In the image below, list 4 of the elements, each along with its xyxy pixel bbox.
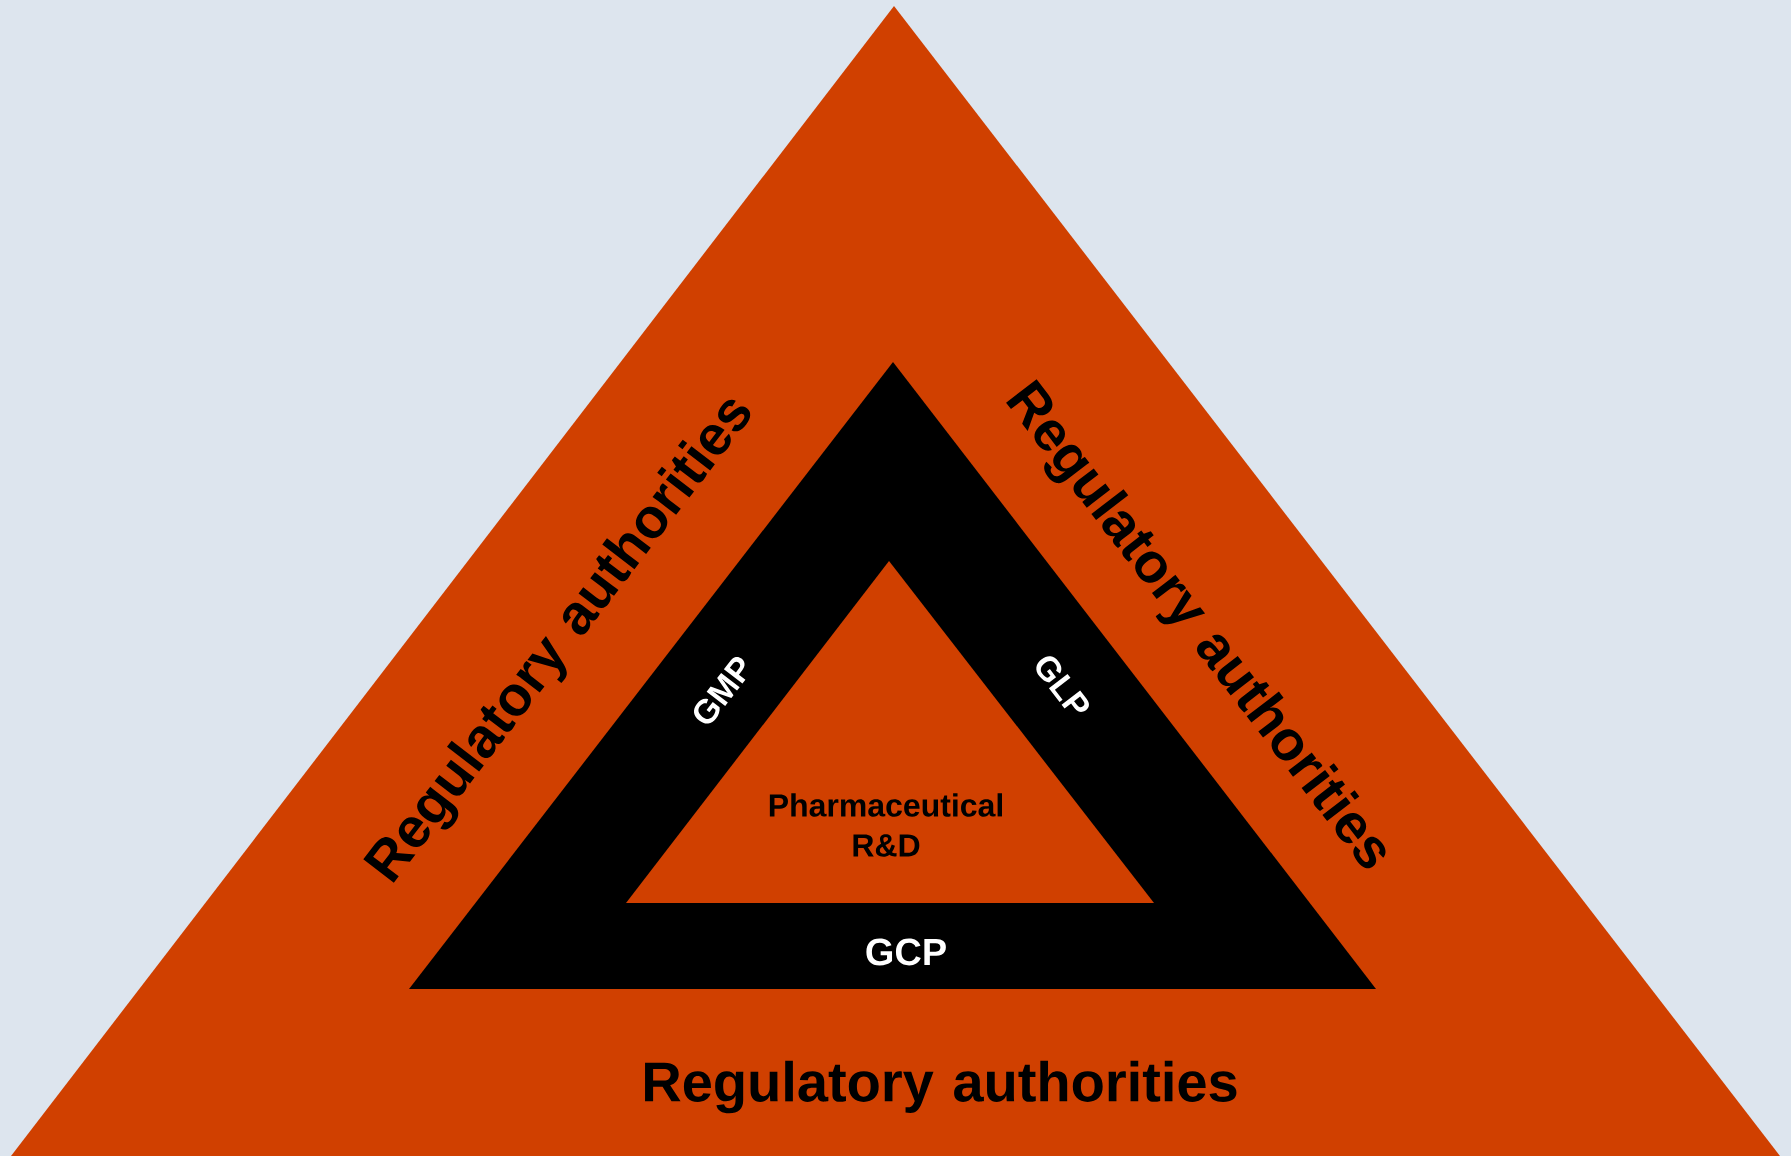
region-label: Pharmaceutical R&D	[769, 793, 1002, 857]
region-label: Regulatory authorities	[645, 1060, 1237, 1114]
region-label: GLP	[1036, 656, 1089, 712]
region-label: GCP	[866, 938, 946, 966]
